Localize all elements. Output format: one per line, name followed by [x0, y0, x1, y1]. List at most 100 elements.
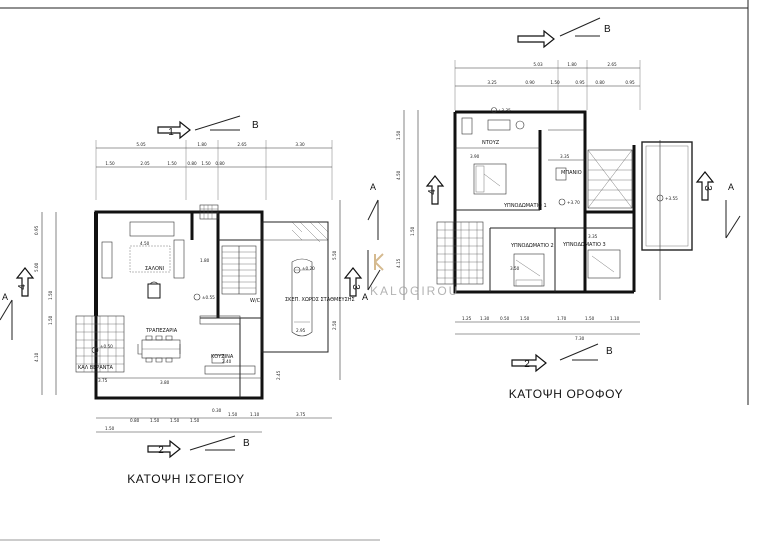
dimension-label: 3.25 — [487, 80, 497, 85]
dimension-label: 4 — [427, 189, 438, 195]
ground-floor-plan: 1 B 5.05 1.80 2.65 3.30 1.50 2.05 1.50 0… — [0, 115, 381, 486]
dimension-label: 3.75 — [98, 378, 108, 383]
dimension-label: 0.50 — [500, 316, 510, 321]
watermark-logo: KALOGIROU — [370, 253, 459, 298]
dimension-label: 1.50 — [170, 418, 180, 423]
room-label-bedroom2: ΥΠΝΟΔΩΜΑΤΙΟ 2 — [510, 243, 554, 249]
dimension-label: 1.50 — [585, 316, 595, 321]
kitchen-counter — [199, 315, 256, 375]
level-markers-first: +3.70 +3.55 +3.35 — [491, 107, 678, 206]
bed-3 — [587, 249, 621, 279]
first-balcony — [641, 141, 693, 251]
section-marker-left-first: 4 A — [367, 175, 445, 240]
dimension-label: +3.70 — [567, 200, 580, 205]
dimension-label: 2.95 — [296, 328, 306, 333]
dimension-label: A — [2, 292, 8, 302]
dimension-label: 1.25 — [462, 316, 472, 321]
room-label-trapezaria: ΤΡΑΠΕΖΑΡΙΑ — [145, 328, 178, 334]
dimension-label: 2.65 — [607, 62, 617, 67]
section-marker-right-first: 3 A — [659, 140, 741, 300]
dimension-label: 1.50 — [105, 161, 115, 166]
dimension-label: +3.35 — [498, 108, 511, 113]
room-label-verantas: ΚΑΛ ΒΕΡΑΝΤΑ — [78, 365, 114, 371]
watermark-text: KALOGIROU — [370, 284, 459, 298]
ground-bottom-dimensions: 0.30 1.50 1.10 3.75 1.50 0.80 1.50 1.50 … — [96, 408, 332, 433]
dimension-label: 0.80 — [130, 418, 140, 423]
first-left-dimensions: 1.50 4.50 1.50 4.15 — [396, 110, 419, 300]
dimension-label: B — [606, 346, 613, 357]
bed-1 — [473, 163, 507, 195]
dimension-label: ±0.20 — [302, 266, 315, 271]
dimension-label: 3.80 — [160, 380, 170, 385]
dimension-label: 2 — [524, 359, 530, 370]
dimension-label: 2.05 — [140, 161, 150, 166]
dimension-label: 1.80 — [197, 142, 207, 147]
ground-hatch — [75, 204, 329, 373]
dimension-label: 1.50 — [167, 161, 177, 166]
dimension-label: 2.45 — [276, 370, 281, 380]
dimension-label: ±0.50 — [100, 344, 113, 349]
dimension-label: 2.50 — [332, 320, 337, 330]
room-label-parking: ΣΚΕΠ. ΧΩΡΟΣ ΣΤΑΘΜΕΥΣΗΣ — [285, 297, 355, 303]
room-label-bedroom3: ΥΠΝΟΔΩΜΑΤΙΟ 3 — [562, 242, 606, 248]
dimension-label: 1.50 — [150, 418, 160, 423]
dimension-label: 3 — [350, 284, 361, 290]
dimension-label: 4 — [17, 284, 28, 290]
dimension-label: 4.50 — [396, 170, 401, 180]
dimension-label: 5.03 — [533, 62, 543, 67]
dimension-label: B — [243, 438, 250, 449]
dimension-label: 3.75 — [296, 412, 306, 417]
section-marker-bottom-first: 2 B — [511, 343, 613, 373]
dimension-label: 3.35 — [560, 154, 570, 159]
first-stair — [587, 149, 633, 209]
section-marker-top-ground: 1 B — [157, 115, 259, 140]
bed-2 — [513, 253, 545, 287]
dimension-label: 1.80 — [567, 62, 577, 67]
first-floor-title: ΚΑΤΟΨΗ ΟΡΟΦΟΥ — [509, 387, 624, 401]
dimension-label: 1.50 — [550, 80, 560, 85]
section-marker-top-first: B — [517, 17, 611, 49]
first-bottom-dimensions: 1.25 1.30 0.50 1.50 1.70 1.50 1.10 7.30 — [455, 316, 640, 341]
dimension-label: 1.70 — [557, 316, 567, 321]
dimension-label: 1.50 — [228, 412, 238, 417]
room-label-kouzina: ΚΟΥΖΙΝΑ — [211, 354, 234, 360]
dimension-label: 0.95 — [625, 80, 635, 85]
section-marker-left-ground: 4 A — [0, 267, 35, 340]
dimension-label: 5.00 — [34, 262, 39, 272]
dimension-label: 0.30 — [212, 408, 222, 413]
room-label-bedroom1: ΥΠΝΟΔΩΜΑΤΙΟ 1 — [503, 203, 547, 209]
dimension-label: 0.90 — [525, 80, 535, 85]
dimension-label: A — [370, 182, 376, 192]
dimension-label: 0.80 — [187, 161, 197, 166]
ground-walls — [94, 210, 329, 400]
level-marker-ground: ±0.55 ±0.50 ±0.20 — [91, 266, 315, 354]
dimension-label: ±0.55 — [202, 295, 215, 300]
room-label-wc: W/C — [250, 298, 261, 304]
dimension-label: 3.90 — [470, 154, 480, 159]
dimension-label: 1.50 — [48, 290, 53, 300]
dimension-label: 3.35 — [588, 234, 598, 239]
dimension-label: 4.10 — [34, 352, 39, 362]
dimension-label: 3.30 — [295, 142, 305, 147]
dimension-label: A — [728, 182, 734, 192]
dimension-label: 1.50 — [201, 161, 211, 166]
section-marker-bottom-ground: 2 B — [147, 435, 250, 459]
dimension-label: 1.10 — [250, 412, 260, 417]
first-top-dimensions: 5.03 1.80 2.65 3.25 0.90 1.50 0.95 0.80 … — [454, 60, 641, 110]
dimension-label: B — [604, 24, 611, 35]
dimension-label: 1.10 — [610, 316, 620, 321]
room-label-bathroom: ΜΠΑΝΙΟ — [561, 170, 582, 176]
dining-table — [137, 335, 181, 363]
dimension-label: 1.50 — [105, 426, 115, 431]
dimension-label: 5.05 — [136, 142, 146, 147]
dimension-label: 2.40 — [222, 359, 232, 364]
ground-top-dimensions: 5.05 1.80 2.65 3.30 1.50 2.05 1.50 0.80 … — [95, 140, 333, 200]
dimension-label: 1.50 — [48, 315, 53, 325]
dimension-label: 0.95 — [575, 80, 585, 85]
dimension-label: 1 — [168, 127, 174, 138]
dimension-label: 0.80 — [595, 80, 605, 85]
dimension-label: 2.65 — [237, 142, 247, 147]
room-label-saloni: ΣΑΛΟΝΙ — [145, 266, 164, 272]
living-room-furniture — [101, 221, 185, 299]
